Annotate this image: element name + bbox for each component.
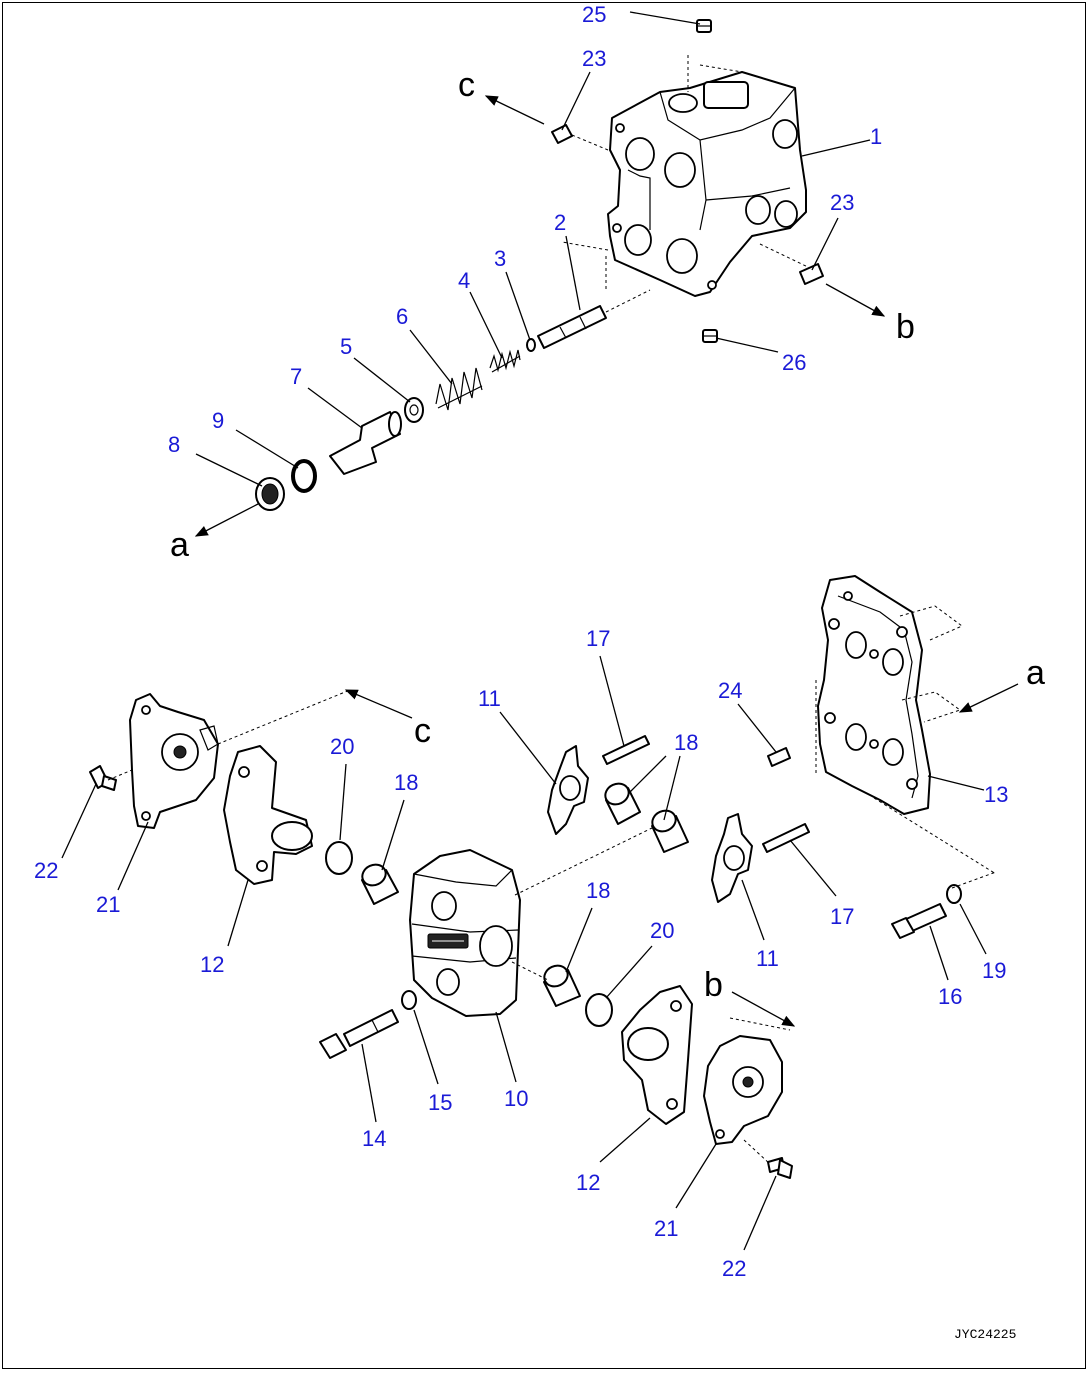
callout-19: 19 [982, 958, 1006, 983]
callout-3: 3 [494, 246, 506, 271]
callout-labels: 25 23 1 23 2 3 4 6 5 7 9 8 26 17 11 24 1… [34, 2, 1008, 1281]
part-8-cap [255, 477, 285, 511]
view-letter-b-lower: b [704, 966, 723, 1004]
arrow-c-upper [484, 95, 545, 125]
part-20-disc-left [325, 841, 353, 875]
part-6-spring [435, 367, 483, 411]
callout-12-left: 12 [200, 952, 224, 977]
callout-18-upper: 18 [674, 730, 698, 755]
part-18-bushing-d [543, 964, 581, 1007]
callout-5: 5 [340, 334, 352, 359]
part-23-dowel-pin-right [799, 263, 824, 285]
callout-25: 25 [582, 2, 606, 27]
callout-24: 24 [718, 678, 742, 703]
part-13-plate [817, 575, 931, 815]
part-23-dowel-pin-upper [551, 124, 573, 144]
view-letter-b-upper: b [896, 308, 915, 346]
callout-16: 16 [938, 984, 962, 1009]
part-17-pin-upper [602, 735, 650, 765]
callout-9: 9 [212, 408, 224, 433]
arrow-b-upper [825, 283, 886, 317]
part-7-piston [329, 411, 402, 475]
part-12-bracket-right [621, 985, 693, 1125]
part-1-valve-body [607, 71, 807, 297]
part-17-pin-lower [762, 823, 810, 853]
view-letter-c-upper: c [458, 66, 475, 104]
arrow-a-lower [958, 683, 1019, 713]
part-2-spool [537, 305, 607, 349]
part-22-bolt-left [89, 765, 117, 791]
callout-14: 14 [362, 1126, 386, 1151]
part-4-spring [489, 349, 521, 373]
part-5-seat [404, 397, 424, 423]
callout-13: 13 [984, 782, 1008, 807]
callout-23-upper: 23 [582, 46, 606, 71]
arrow-b-lower [731, 991, 796, 1027]
part-26-plug [702, 329, 718, 343]
part-18-bushing-a [604, 782, 641, 825]
part-21-cover-right [703, 1035, 783, 1145]
callout-22-left: 22 [34, 858, 58, 883]
callout-20-right: 20 [650, 918, 674, 943]
callout-11-lower: 11 [756, 946, 779, 971]
part-10-center-body [409, 849, 521, 1017]
callout-1: 1 [870, 124, 882, 149]
callout-2: 2 [554, 210, 566, 235]
callout-17-lower: 17 [830, 904, 854, 929]
part-21-cover-left [129, 693, 219, 829]
part-20-disc-right [585, 993, 613, 1027]
callout-15: 15 [428, 1090, 452, 1115]
view-letter-a-upper: a [170, 526, 189, 564]
part-14-bolt [319, 1009, 399, 1059]
part-22-bolt-right [767, 1157, 793, 1179]
view-letter-a-lower: a [1026, 654, 1045, 692]
callout-23-right: 23 [830, 190, 854, 215]
arrow-a-upper [194, 503, 259, 537]
part-11-lever-lower [711, 813, 753, 903]
part-15-washer [401, 990, 417, 1010]
drawing-code: JYC24225 [954, 1327, 1016, 1342]
callout-17-upper: 17 [586, 626, 610, 651]
callout-21-right: 21 [654, 1216, 678, 1241]
callout-10: 10 [504, 1086, 528, 1111]
callout-26: 26 [782, 350, 806, 375]
callout-7: 7 [290, 364, 302, 389]
arrow-c-lower [344, 689, 413, 719]
part-12-bracket-left [223, 745, 313, 885]
callout-18-lower: 18 [586, 878, 610, 903]
part-18-bushing-c [361, 863, 399, 905]
leader-lines [61, 11, 987, 1251]
callout-4: 4 [458, 268, 470, 293]
part-19-washer [946, 884, 962, 904]
callout-21-left: 21 [96, 892, 120, 917]
callout-20-left: 20 [330, 734, 354, 759]
part-9-o-ring [291, 459, 317, 493]
part-18-bushing-b [651, 809, 689, 853]
part-24-pin [767, 747, 791, 767]
callout-22-right: 22 [722, 1256, 746, 1281]
part-16-bolt [891, 903, 947, 939]
callout-11-upper: 11 [478, 686, 501, 711]
callout-18-left: 18 [394, 770, 418, 795]
callout-12-right: 12 [576, 1170, 600, 1195]
part-25-plug [696, 19, 712, 33]
view-letter-c-lower: c [414, 712, 431, 750]
callout-6: 6 [396, 304, 408, 329]
callout-8: 8 [168, 432, 180, 457]
part-11-lever-upper [547, 745, 589, 835]
part-3-ring [526, 338, 536, 352]
